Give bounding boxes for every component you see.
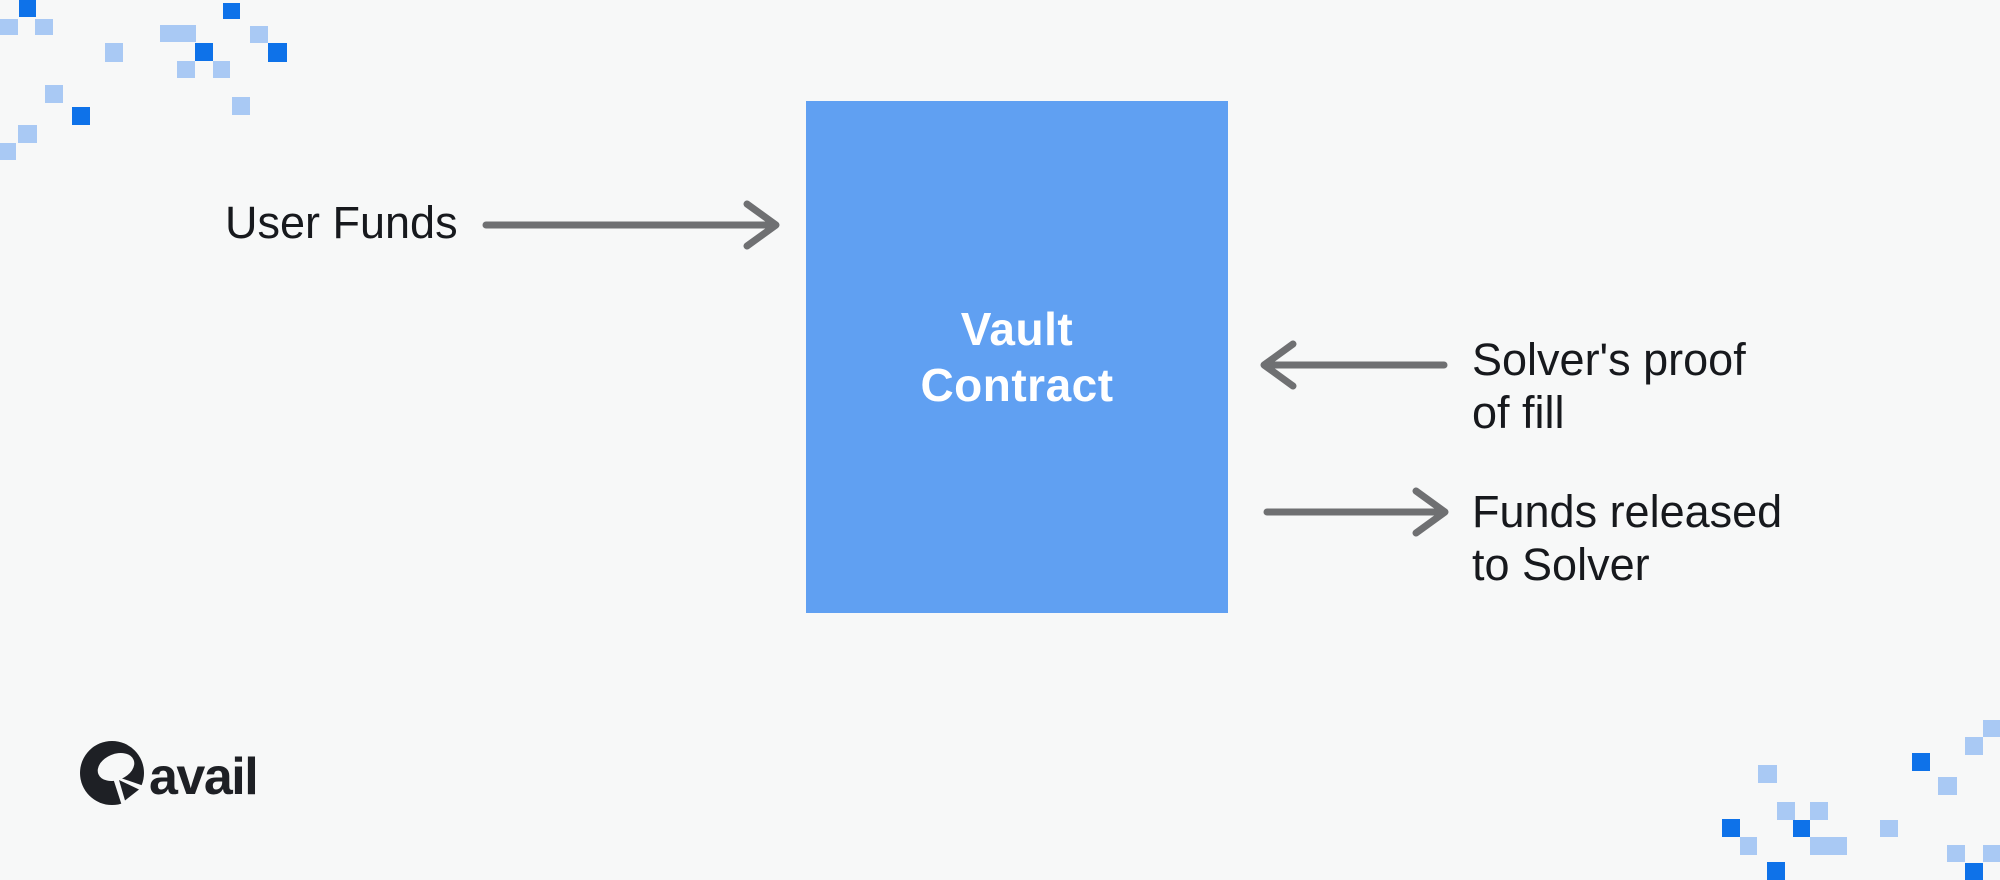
pixel-square — [1758, 765, 1777, 783]
pixel-square — [1777, 802, 1795, 820]
pixel-square — [195, 43, 213, 61]
pixel-square — [1740, 837, 1757, 855]
pixel-square — [19, 0, 36, 17]
pixel-square — [72, 107, 90, 125]
solver-proof-label: Solver's proof of fill — [1472, 333, 1746, 439]
funds-released-line2: to Solver — [1472, 539, 1650, 590]
pixel-square — [1947, 845, 1965, 862]
funds-released-label: Funds released to Solver — [1472, 485, 1782, 591]
pixel-square — [0, 143, 16, 160]
vault-contract-box: Vault Contract — [806, 101, 1228, 613]
pixel-square — [1983, 845, 2000, 862]
user-funds-label-text: User Funds — [225, 197, 458, 248]
pixel-square — [1880, 820, 1898, 837]
pixel-square — [1912, 753, 1930, 771]
pixel-square — [160, 25, 196, 42]
pixel-square — [1810, 802, 1828, 820]
pixel-square — [0, 19, 18, 35]
solver-proof-line2: of fill — [1472, 387, 1565, 438]
pixel-square — [1965, 737, 1983, 755]
vault-label-line2: Contract — [920, 359, 1114, 411]
pixel-square — [105, 43, 123, 62]
pixel-square — [1722, 819, 1740, 837]
pixel-square — [213, 61, 230, 78]
pixel-square — [1938, 777, 1957, 795]
pixel-square — [1965, 863, 1983, 880]
avail-logo: avail — [80, 741, 259, 806]
funds-released-arrow-icon — [1263, 487, 1449, 537]
vault-label-line1: Vault — [960, 303, 1074, 355]
pixel-square — [250, 26, 268, 43]
pixel-square — [35, 19, 53, 35]
pixel-square — [1810, 837, 1847, 855]
solver-proof-arrow-icon — [1260, 340, 1448, 390]
pixel-square — [45, 85, 63, 103]
user-funds-label: User Funds — [225, 196, 458, 249]
pixel-square — [18, 125, 37, 143]
user-funds-arrow-icon — [482, 200, 780, 250]
pixel-square — [1983, 720, 2000, 737]
pixel-square — [177, 61, 195, 78]
funds-released-line1: Funds released — [1472, 486, 1783, 537]
pixel-square — [1793, 820, 1810, 837]
avail-logo-icon — [80, 741, 144, 805]
solver-proof-line1: Solver's proof — [1472, 334, 1746, 385]
avail-wordmark: avail — [149, 747, 259, 806]
pixel-square — [232, 97, 250, 115]
vault-contract-label: Vault Contract — [920, 301, 1113, 413]
pixel-square — [223, 3, 240, 19]
pixel-square — [1767, 862, 1785, 880]
pixel-square — [268, 43, 287, 62]
